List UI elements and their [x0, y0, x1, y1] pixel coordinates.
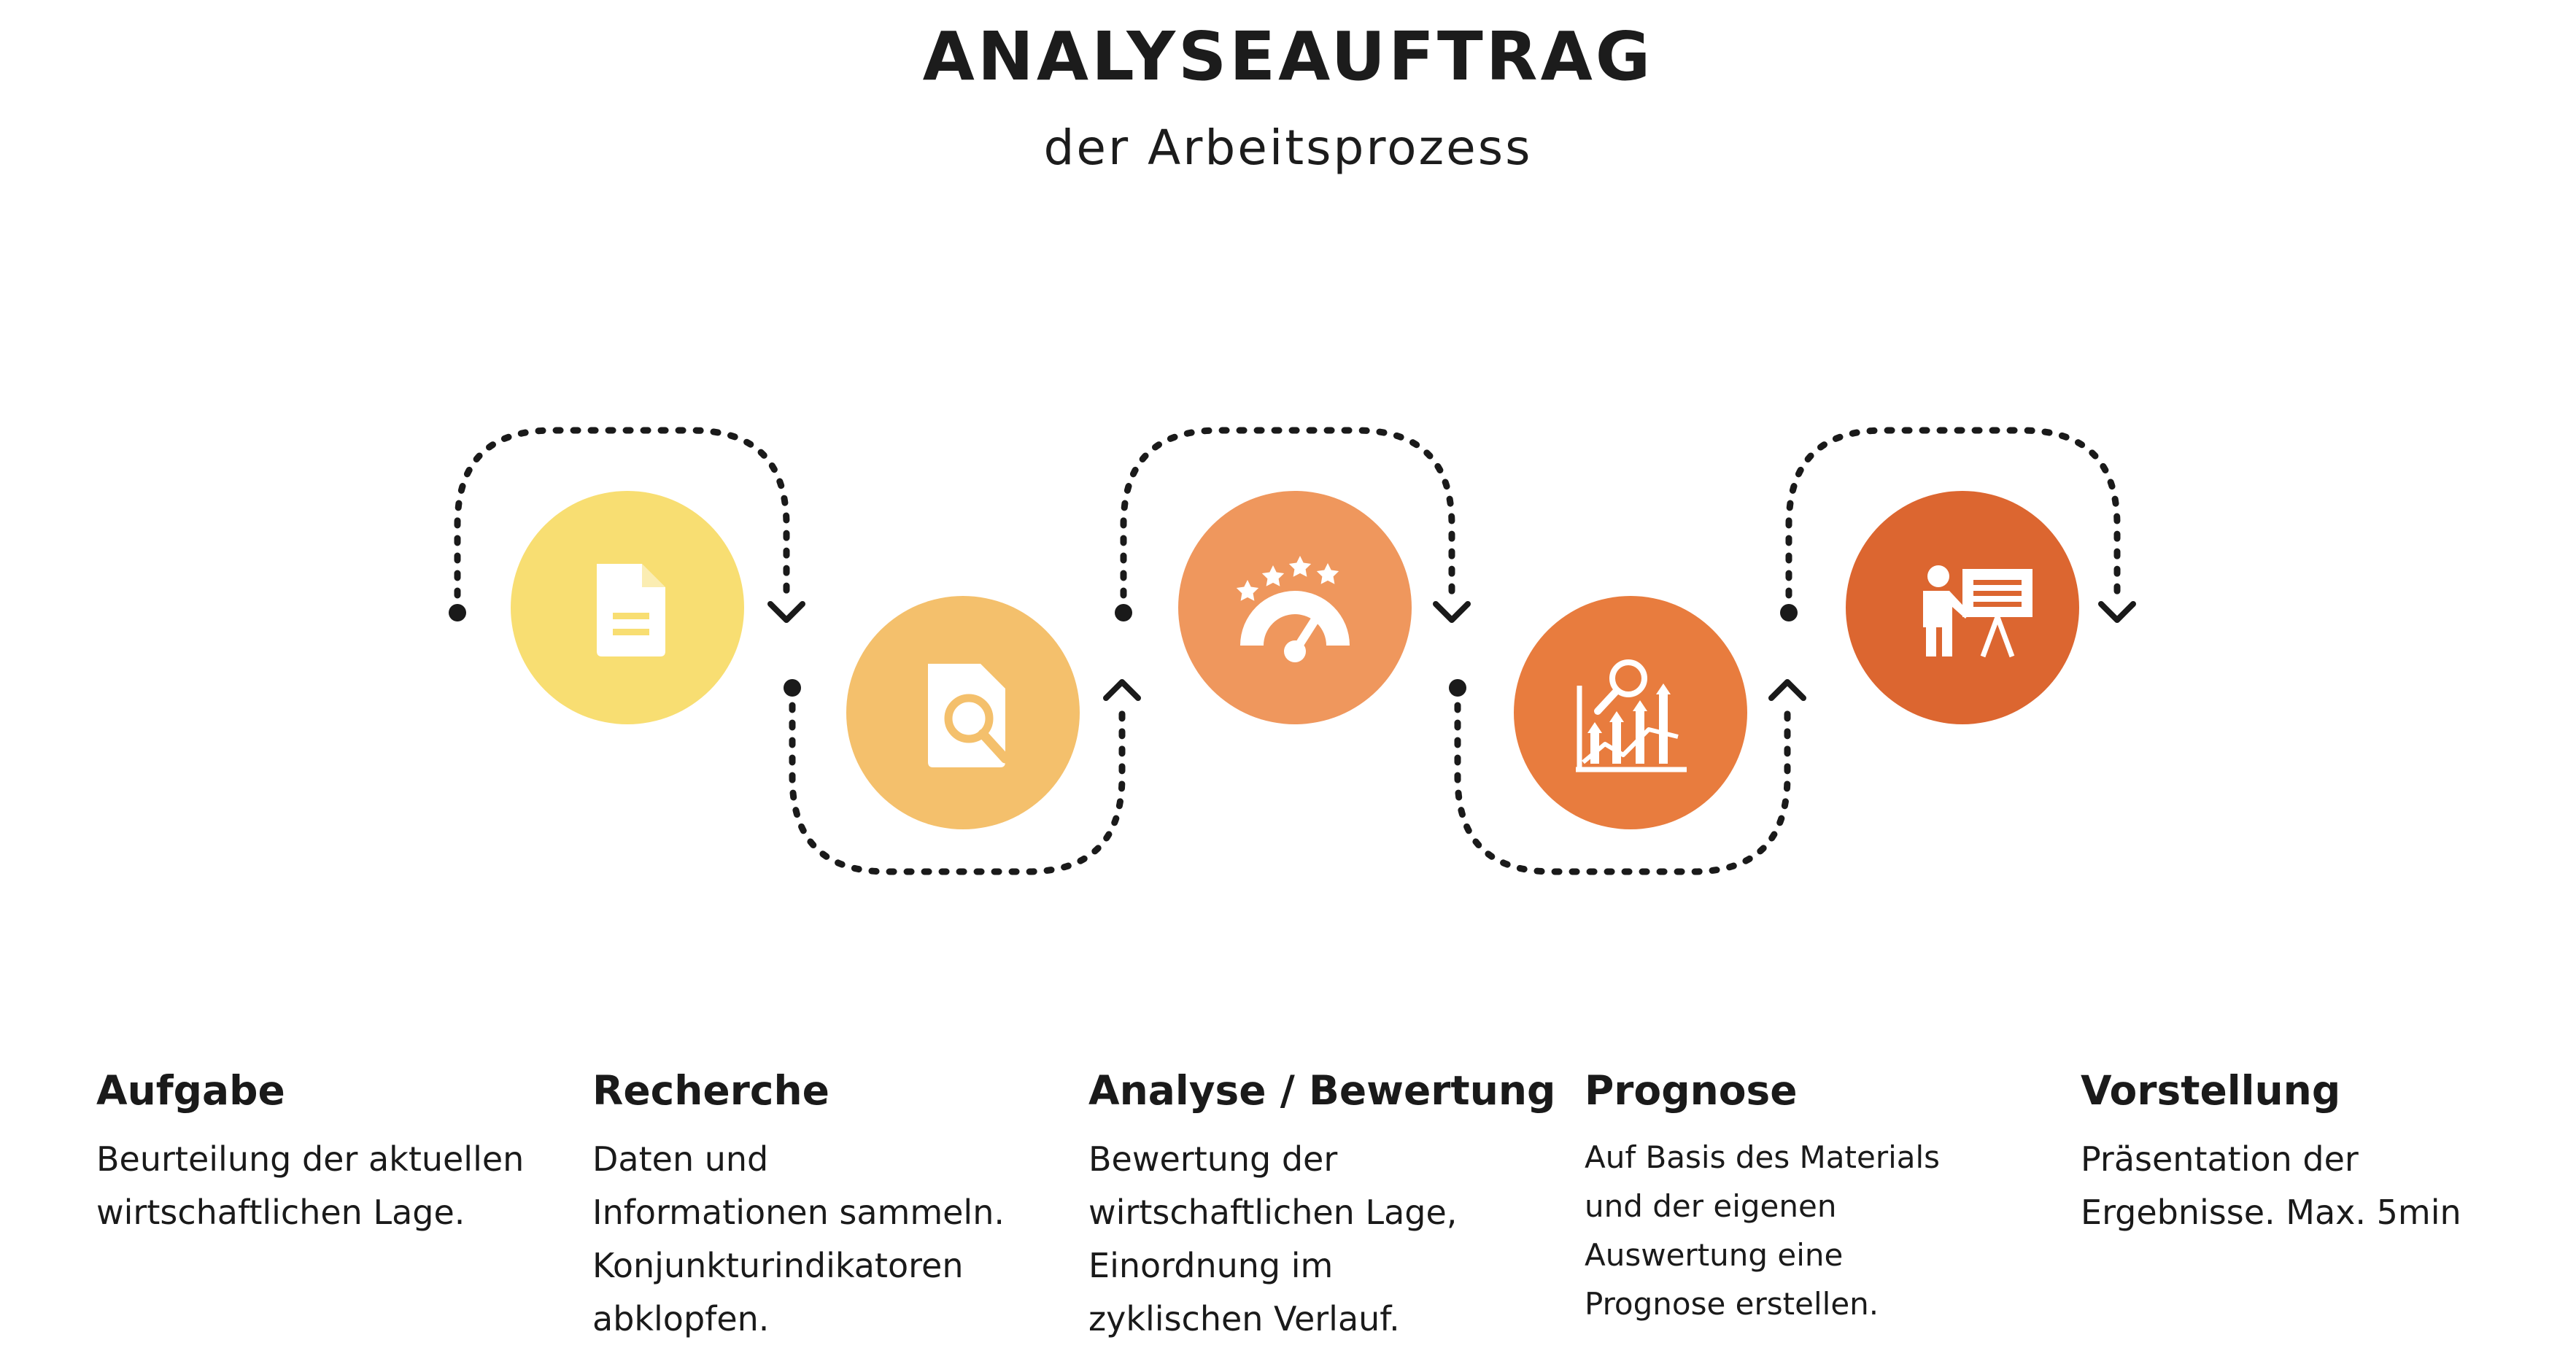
- step-description: Auf Basis des Materials und der eigenen …: [1585, 1133, 2037, 1328]
- connector-start-dot-5: [1780, 604, 1798, 621]
- step-recherche: Recherche Daten und Informationen sammel…: [592, 1061, 1045, 1346]
- connector-arc-5-end: [1785, 427, 2121, 616]
- connector-arc-1-2: [454, 427, 790, 616]
- connector-start-dot-2: [784, 679, 801, 697]
- rating-gauge-icon: [1236, 556, 1350, 662]
- step-description-line: Konjunkturindikatoren: [592, 1246, 964, 1285]
- step-vorstellung: Vorstellung Präsentation der Ergebnisse.…: [2081, 1061, 2533, 1239]
- step-title: Aufgabe: [96, 1067, 285, 1114]
- step-description: Beurteilung der aktuellen wirtschaftlich…: [96, 1133, 549, 1239]
- connector-start-dot-3: [1115, 604, 1132, 621]
- connector-arc-4-5: [1454, 684, 1791, 875]
- step-description: Bewertung der wirtschaftlichen Lage, Ein…: [1088, 1133, 1541, 1346]
- step-prognose: Prognose Auf Basis des Materials und der…: [1585, 1061, 2037, 1328]
- connector-start-dot-1: [449, 604, 466, 621]
- step-description: Daten und Informationen sammeln. Konjunk…: [592, 1133, 1045, 1346]
- step-description-line: Daten und: [592, 1139, 769, 1179]
- step-description-line: abklopfen.: [592, 1299, 770, 1338]
- page-title: ANALYSEAUFTRAG: [922, 18, 1654, 96]
- step-title: Analyse / Bewertung: [1088, 1067, 1556, 1114]
- step-analyse-bewertung: Analyse / Bewertung Bewertung der wirtsc…: [1088, 1061, 1556, 1346]
- step-description-line: Informationen sammeln.: [592, 1193, 1005, 1232]
- arrow-up-icon: [1768, 679, 1806, 701]
- step-description-line: wirtschaftlichen Lage.: [96, 1193, 465, 1232]
- star-icon: [1236, 580, 1259, 601]
- step-description-line: wirtschaftlichen Lage,: [1088, 1193, 1458, 1232]
- step-title: Recherche: [592, 1067, 829, 1114]
- step-aufgabe: Aufgabe Beurteilung der aktuellen wirtsc…: [96, 1061, 549, 1239]
- page-subtitle: der Arbeitsprozess: [1043, 120, 1533, 176]
- step-description-line: Prognose erstellen.: [1585, 1286, 1879, 1322]
- arrow-up-icon: [1103, 679, 1141, 701]
- document-icon: [597, 564, 665, 656]
- document-search-icon: [928, 664, 1010, 767]
- star-icon: [1316, 563, 1339, 584]
- step-description-line: Auswertung eine: [1585, 1237, 1844, 1273]
- step-description-line: zyklischen Verlauf.: [1088, 1299, 1400, 1338]
- star-icon: [1261, 565, 1285, 586]
- step-title: Prognose: [1585, 1067, 1798, 1114]
- step-title: Vorstellung: [2081, 1067, 2341, 1114]
- step-description-line: Auf Basis des Materials: [1585, 1139, 1941, 1175]
- arrow-down-icon: [2098, 601, 2136, 623]
- connector-arc-2-3: [789, 684, 1126, 875]
- step-description-line: Bewertung der: [1088, 1139, 1338, 1179]
- step-description-line: Präsentation der: [2081, 1139, 2359, 1179]
- connector-start-dot-4: [1449, 679, 1466, 697]
- step-description-line: Ergebnisse. Max. 5min: [2081, 1193, 2461, 1232]
- trend-analysis-icon: [1576, 659, 1687, 772]
- step-description-line: Beurteilung der aktuellen: [96, 1139, 525, 1179]
- step-description-line: Einordnung im: [1088, 1246, 1334, 1285]
- step-description: Präsentation der Ergebnisse. Max. 5min: [2081, 1133, 2533, 1239]
- arrow-down-icon: [1433, 601, 1471, 623]
- star-icon: [1288, 556, 1312, 577]
- connector-arc-3-4: [1120, 427, 1455, 616]
- presentation-icon: [1923, 565, 2032, 658]
- step-description-line: und der eigenen: [1585, 1188, 1837, 1224]
- arrow-down-icon: [767, 601, 805, 623]
- step-circle-4: [1514, 596, 1747, 829]
